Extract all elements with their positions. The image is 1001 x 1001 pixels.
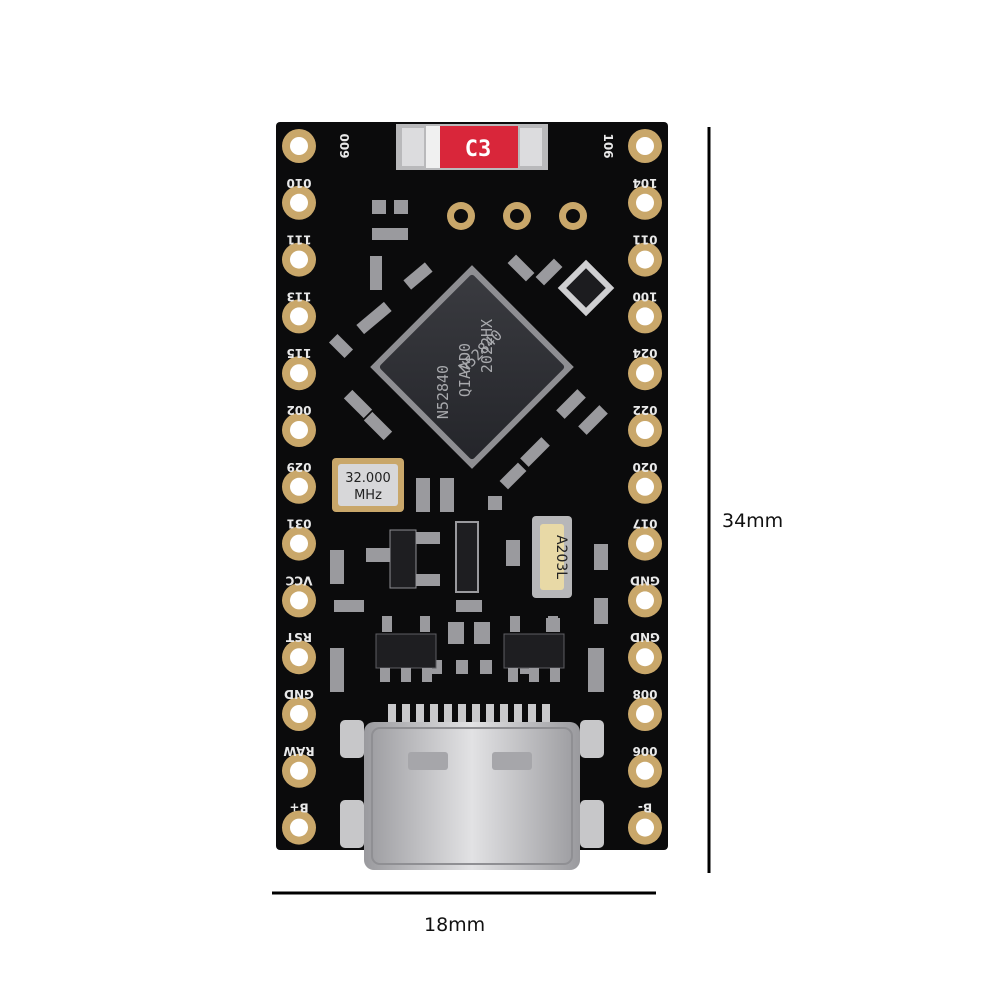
- pin-label-right-3: 100: [632, 289, 657, 303]
- height-dimension-label: 34mm: [722, 510, 784, 532]
- pin-pad-right-5-hole: [636, 421, 654, 439]
- usb-c-connector: [340, 704, 604, 870]
- pin-pad-right-1-hole: [636, 193, 654, 212]
- top-left-pin-label: 009: [337, 133, 351, 158]
- mosfet-right: [503, 616, 565, 682]
- fuse-label: C3: [465, 137, 492, 162]
- pin-label-left-2: 111: [286, 233, 311, 247]
- pin-pad-left-0-hole: [290, 137, 308, 155]
- pin-pad-left-8-hole: [290, 591, 308, 610]
- width-dimension-label: 18mm: [424, 914, 486, 936]
- pin-label-left-3: 113: [286, 289, 311, 303]
- mosfet-left: [375, 616, 437, 682]
- pin-pad-left-5-hole: [290, 421, 308, 439]
- chip-line-1-text: N52840: [434, 365, 452, 419]
- pin-pad-right-4-hole: [636, 364, 654, 383]
- pin-label-left-12: B+: [289, 801, 308, 815]
- fuse-component: C3: [396, 124, 548, 170]
- pin-label-left-11: RAW: [283, 744, 314, 758]
- mcu-chip: N52840: [370, 265, 574, 469]
- pin-label-left-7: 031: [286, 517, 311, 531]
- chip-marking: N52840 QIAAD0 2022HX: [434, 319, 496, 419]
- crystal-unit-text: MHz: [354, 488, 382, 503]
- inductor-label: A203L: [553, 535, 569, 579]
- pin-label-right-2: 011: [632, 233, 657, 247]
- pin-label-left-6: 029: [286, 460, 311, 474]
- pin-pad-right-12-hole: [636, 818, 654, 837]
- pin-label-left-1: 010: [286, 176, 311, 190]
- pin-label-right-4: 024: [632, 346, 657, 360]
- pin-label-right-7: 017: [632, 517, 657, 531]
- pin-label-right-5: 022: [632, 403, 657, 417]
- pin-label-left-4: 115: [286, 346, 311, 360]
- pin-label-right-6: 020: [632, 460, 657, 474]
- pin-pad-right-6-hole: [636, 477, 654, 496]
- pin-label-right-10: 008: [632, 687, 657, 701]
- inductor: A203L: [532, 516, 572, 598]
- top-right-pin-label: 106: [601, 133, 615, 158]
- pin-pad-left-9-hole: [290, 648, 308, 667]
- pin-pad-left-4-hole: [290, 364, 308, 383]
- chip-line-3-text: 2022HX: [478, 319, 496, 373]
- pcb-body: [276, 122, 668, 850]
- crystal-freq-text: 32.000: [345, 471, 391, 486]
- pin-label-right-8: GND: [630, 573, 660, 587]
- pin-label-left-10: GND: [284, 687, 314, 701]
- pin-label-left-8: VCC: [285, 573, 312, 587]
- pin-pad-left-3-hole: [290, 307, 308, 326]
- pin-pad-left-12-hole: [290, 818, 308, 837]
- pin-pad-right-9-hole: [636, 648, 654, 667]
- pin-pad-left-10-hole: [290, 705, 308, 723]
- regulator: [366, 521, 479, 593]
- pin-pad-left-7-hole: [290, 534, 308, 553]
- pin-pad-right-10-hole: [636, 705, 654, 723]
- crystal-oscillator: 32.000 MHz: [332, 458, 404, 512]
- pin-pad-right-7-hole: [636, 534, 654, 553]
- pin-label-left-5: 002: [286, 403, 311, 417]
- smd-components: [328, 200, 608, 692]
- pin-pad-left-6-hole: [290, 477, 308, 496]
- pin-pad-left-1-hole: [290, 193, 308, 212]
- right-pin-pads: [628, 129, 662, 845]
- pin-label-right-1: 104: [632, 176, 657, 190]
- pin-pad-right-8-hole: [636, 591, 654, 610]
- pin-label-left-9: RST: [285, 630, 312, 644]
- pin-pad-left-2-hole: [290, 250, 308, 269]
- pin-label-right-9: GND: [630, 630, 660, 644]
- left-pin-pads: [282, 129, 316, 845]
- pin-pad-left-11-hole: [290, 761, 308, 780]
- pin-pad-right-2-hole: [636, 250, 654, 269]
- pin-pad-right-3-hole: [636, 307, 654, 326]
- chip-line-2-text: QIAAD0: [456, 343, 474, 397]
- pin-pad-right-11-hole: [636, 761, 654, 780]
- pin-label-right-11: 006: [632, 744, 657, 758]
- top-header-pads: [447, 202, 587, 230]
- pin-pad-right-0-hole: [636, 137, 654, 155]
- pin-label-right-12: B-: [638, 801, 652, 815]
